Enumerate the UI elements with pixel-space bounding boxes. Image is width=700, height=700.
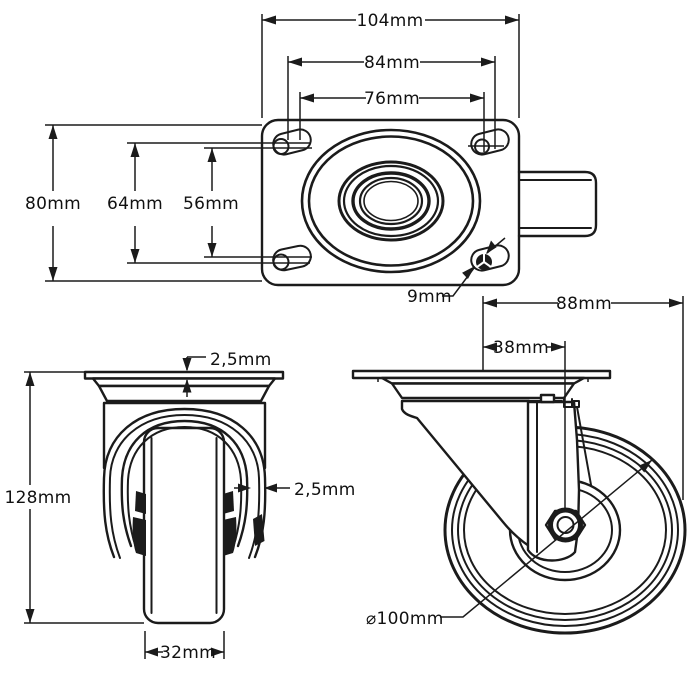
dim-label-hole-diameter: 9mm (407, 287, 452, 307)
dim-38: 38mm (483, 338, 566, 510)
dim-label-wheel-diameter: ⌀100mm (366, 609, 444, 629)
dim-64: 64mm (107, 142, 310, 264)
dim-label-plate-thickness: 2,5mm (210, 350, 272, 370)
dim-label-bracket-thickness: 2,5mm (294, 480, 356, 500)
wheel-protrusion (517, 170, 598, 238)
dim-label-overall-height: 128mm (4, 488, 71, 508)
fork-shadow-gaps (132, 491, 265, 556)
front-view: 2,5mm 2,5mm 128mm 32mm (4, 350, 355, 663)
side-view: 88mm 38mm ⌀100mm (351, 294, 687, 635)
bolt-slots (272, 128, 510, 272)
side-plate-housing (351, 369, 612, 408)
dim-label-overall-depth: 80mm (25, 194, 81, 214)
dim-label-swivel-offset: 38mm (493, 338, 549, 358)
dim-80: 80mm (25, 124, 262, 282)
fork-left-leg (400, 399, 531, 548)
top-view: 104mm 84mm 76mm 80mm 64mm (25, 11, 598, 307)
dim-84: 84mm (287, 53, 496, 149)
dim-plate-thickness: 2,5mm (182, 350, 272, 397)
dim-label-hole-span-outer: 84mm (364, 53, 420, 73)
dim-56: 56mm (183, 147, 312, 258)
axle-nut (544, 507, 587, 543)
dim-label-overall-width: 104mm (356, 11, 423, 31)
dim-76: 76mm (299, 89, 485, 152)
dim-label-hole-span-v-inner: 56mm (183, 194, 239, 214)
front-plate-housing (83, 370, 285, 470)
front-wheel (142, 426, 226, 625)
dim-104: 104mm (261, 11, 520, 118)
dim-128: 128mm (4, 371, 144, 624)
dim-label-overall-length: 88mm (556, 294, 612, 314)
fork-back-leg-edge (576, 406, 594, 497)
bolt-slot-bottom-right (470, 244, 510, 272)
dim-label-hole-span-inner: 76mm (364, 89, 420, 109)
dim-wheel-diameter: ⌀100mm (366, 459, 653, 629)
fork-yoke (102, 407, 267, 559)
dim-label-hole-span-v-outer: 64mm (107, 194, 163, 214)
wheel-protrusion-edges (518, 179, 592, 229)
dim-label-wheel-width: 32mm (160, 643, 216, 663)
bolt-hole-top-left (272, 138, 290, 155)
bolt-hole-bottom-left (272, 253, 290, 271)
front-wheel-shoulders (150, 437, 218, 614)
dim-9: 9mm (407, 237, 506, 307)
swivel-bearing-rings (300, 128, 482, 274)
dim-bracket-thickness: 2,5mm (234, 480, 356, 500)
dim-88: 88mm (482, 294, 684, 500)
dim-32: 32mm (144, 631, 225, 663)
